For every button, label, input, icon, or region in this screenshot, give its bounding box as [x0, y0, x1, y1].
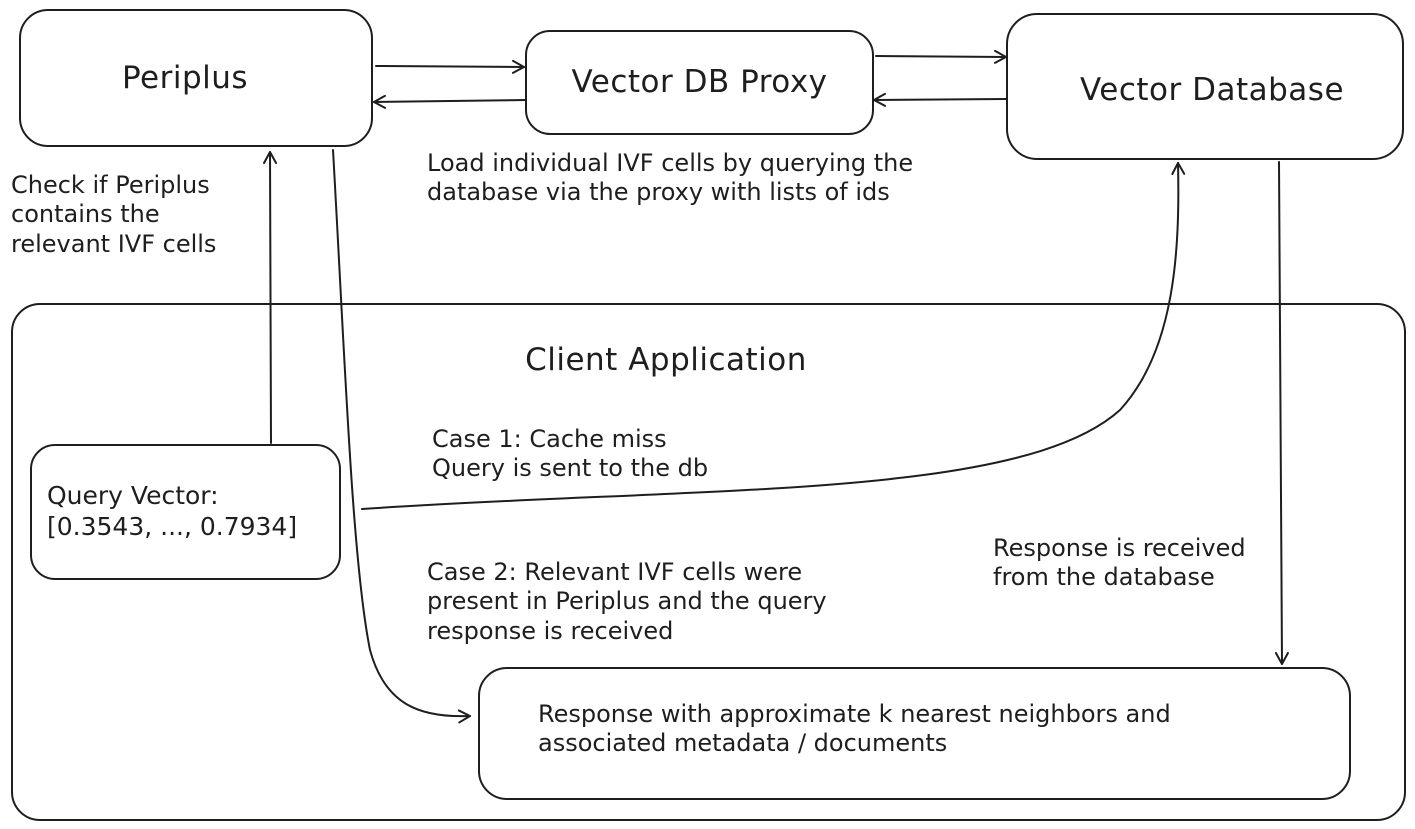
arrow-database-to-proxy	[873, 92, 1007, 107]
response-received-annotation: Response is received from the database	[993, 534, 1246, 592]
client-application-container	[11, 303, 1406, 821]
response-box[interactable]	[478, 667, 1351, 800]
arrow-proxy-to-database	[875, 49, 1007, 64]
query-vector-box[interactable]	[30, 444, 341, 580]
vector-database-title: Vector Database	[1079, 72, 1345, 108]
case-2-annotation: Case 2: Relevant IVF cells were present …	[427, 558, 827, 645]
arrow-query-to-database	[361, 162, 1186, 510]
periplus-title: Periplus	[121, 60, 249, 96]
check-periplus-annotation: Check if Periplus contains the relevant …	[11, 171, 217, 258]
arrow-periplus-to-response	[332, 149, 471, 724]
arrow-query-to-periplus	[263, 151, 278, 444]
vector-database-box[interactable]	[1006, 13, 1404, 160]
query-vector-text: Query Vector: [0.3543, ..., 0.7934]	[47, 481, 298, 541]
vector-db-proxy-box[interactable]	[525, 30, 874, 135]
arrow-proxy-to-periplus	[373, 94, 527, 109]
arrow-periplus-to-proxy	[375, 59, 525, 74]
case-1-annotation: Case 1: Cache miss Query is sent to the …	[432, 425, 709, 483]
client-application-title: Client Application	[525, 342, 807, 378]
response-text: Response with approximate k nearest neig…	[538, 700, 1171, 758]
load-ivf-cells-annotation: Load individual IVF cells by querying th…	[427, 149, 914, 207]
arrow-database-to-response	[1274, 161, 1289, 665]
vector-db-proxy-title: Vector DB Proxy	[571, 64, 828, 100]
periplus-box[interactable]	[19, 9, 373, 147]
